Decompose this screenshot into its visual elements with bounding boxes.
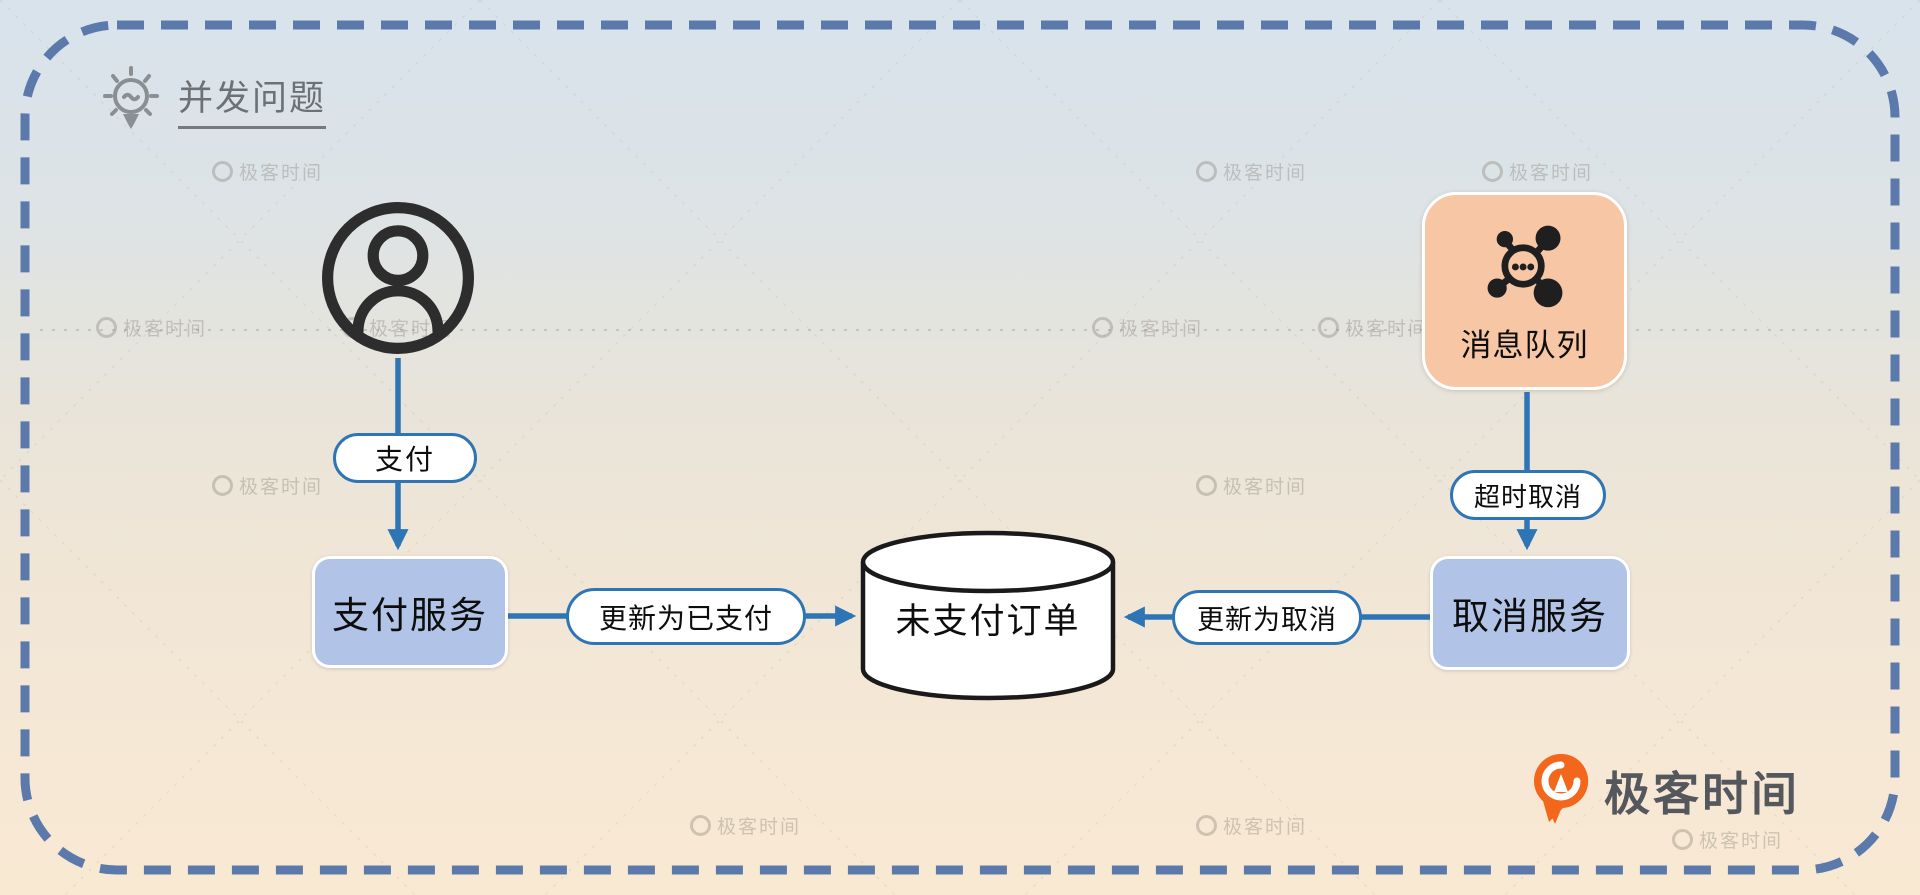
page-title: 并发问题 [178, 70, 327, 129]
node-cancel-service: 取消服务 [1430, 556, 1630, 670]
diagram-title-group: 并发问题 [100, 62, 327, 136]
watermark: 极客时间 [212, 472, 323, 499]
geektime-logo-text: 极客时间 [1604, 768, 1800, 820]
edge-label-pay: 支付 [333, 433, 477, 483]
watermark: 极客时间 [96, 314, 207, 341]
watermark: 极客时间 [1672, 826, 1783, 853]
lightbulb-icon [100, 62, 162, 136]
edge-label-update-cancelled: 更新为取消 [1172, 590, 1362, 645]
dashed-frame-border [20, 20, 1900, 875]
message-queue-icon [1475, 218, 1575, 314]
node-message-queue-label: 消息队列 [1460, 327, 1589, 363]
geektime-logo: 极客时间 [1532, 752, 1800, 830]
watermark: 极客时间 [1092, 314, 1203, 341]
watermark: 极客时间 [212, 158, 323, 185]
watermark: 极客时间 [690, 812, 801, 839]
watermark: 极客时间 [1196, 472, 1307, 499]
watermark: 极客时间 [1196, 158, 1307, 185]
node-message-queue: 消息队列 [1422, 192, 1627, 390]
user-icon [318, 198, 478, 358]
node-database-label: 未支付订单 [895, 601, 1081, 641]
node-payment-service: 支付服务 [312, 556, 508, 668]
watermark: 极客时间 [1318, 314, 1429, 341]
edge-label-update-paid: 更新为已支付 [566, 588, 806, 645]
database-cylinder [860, 530, 1116, 701]
watermark: 极客时间 [1482, 158, 1593, 185]
geektime-logo-icon [1532, 752, 1590, 830]
watermark: 极客时间 [1196, 812, 1307, 839]
edge-label-timeout-cancel: 超时取消 [1450, 470, 1606, 520]
